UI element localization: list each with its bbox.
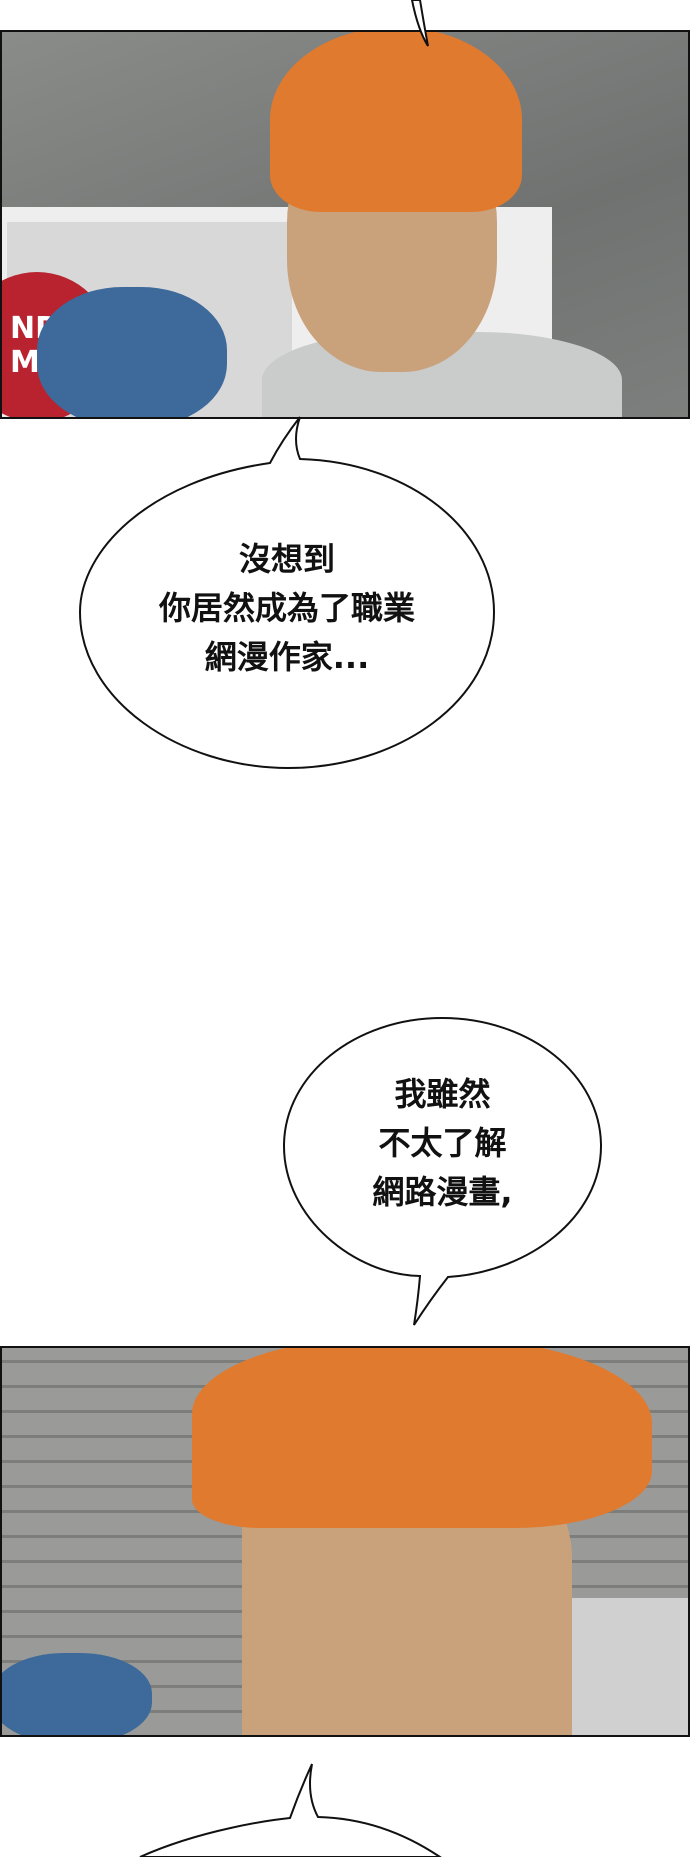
- bubble-line: 你居然成為了職業: [158, 589, 415, 627]
- bubble-line: 我雖然: [394, 1075, 491, 1113]
- speech-bubble-2-text: 我雖然 不太了解 網路漫畫,: [284, 1070, 601, 1217]
- character-hair: [270, 32, 522, 212]
- comic-panel-1: NDE MA: [0, 30, 690, 419]
- bubble-line: 網漫作家...: [204, 638, 370, 676]
- boxing-glove: [37, 287, 227, 417]
- boxing-glove: [2, 1653, 152, 1735]
- bubble-line: 網路漫畫,: [372, 1173, 513, 1211]
- comic-panel-2: [0, 1346, 690, 1737]
- speech-bubble-1: [78, 416, 496, 770]
- bubble-line: 沒想到: [238, 540, 335, 578]
- character-hair: [192, 1348, 652, 1528]
- speech-bubble-1-text: 沒想到 你居然成為了職業 網漫作家...: [80, 535, 494, 682]
- speech-bubble-2: [282, 1016, 603, 1326]
- bubble-tail: [410, 0, 429, 47]
- bubble-line: 不太了解: [378, 1124, 507, 1162]
- speech-bubble-3: [139, 1763, 442, 1857]
